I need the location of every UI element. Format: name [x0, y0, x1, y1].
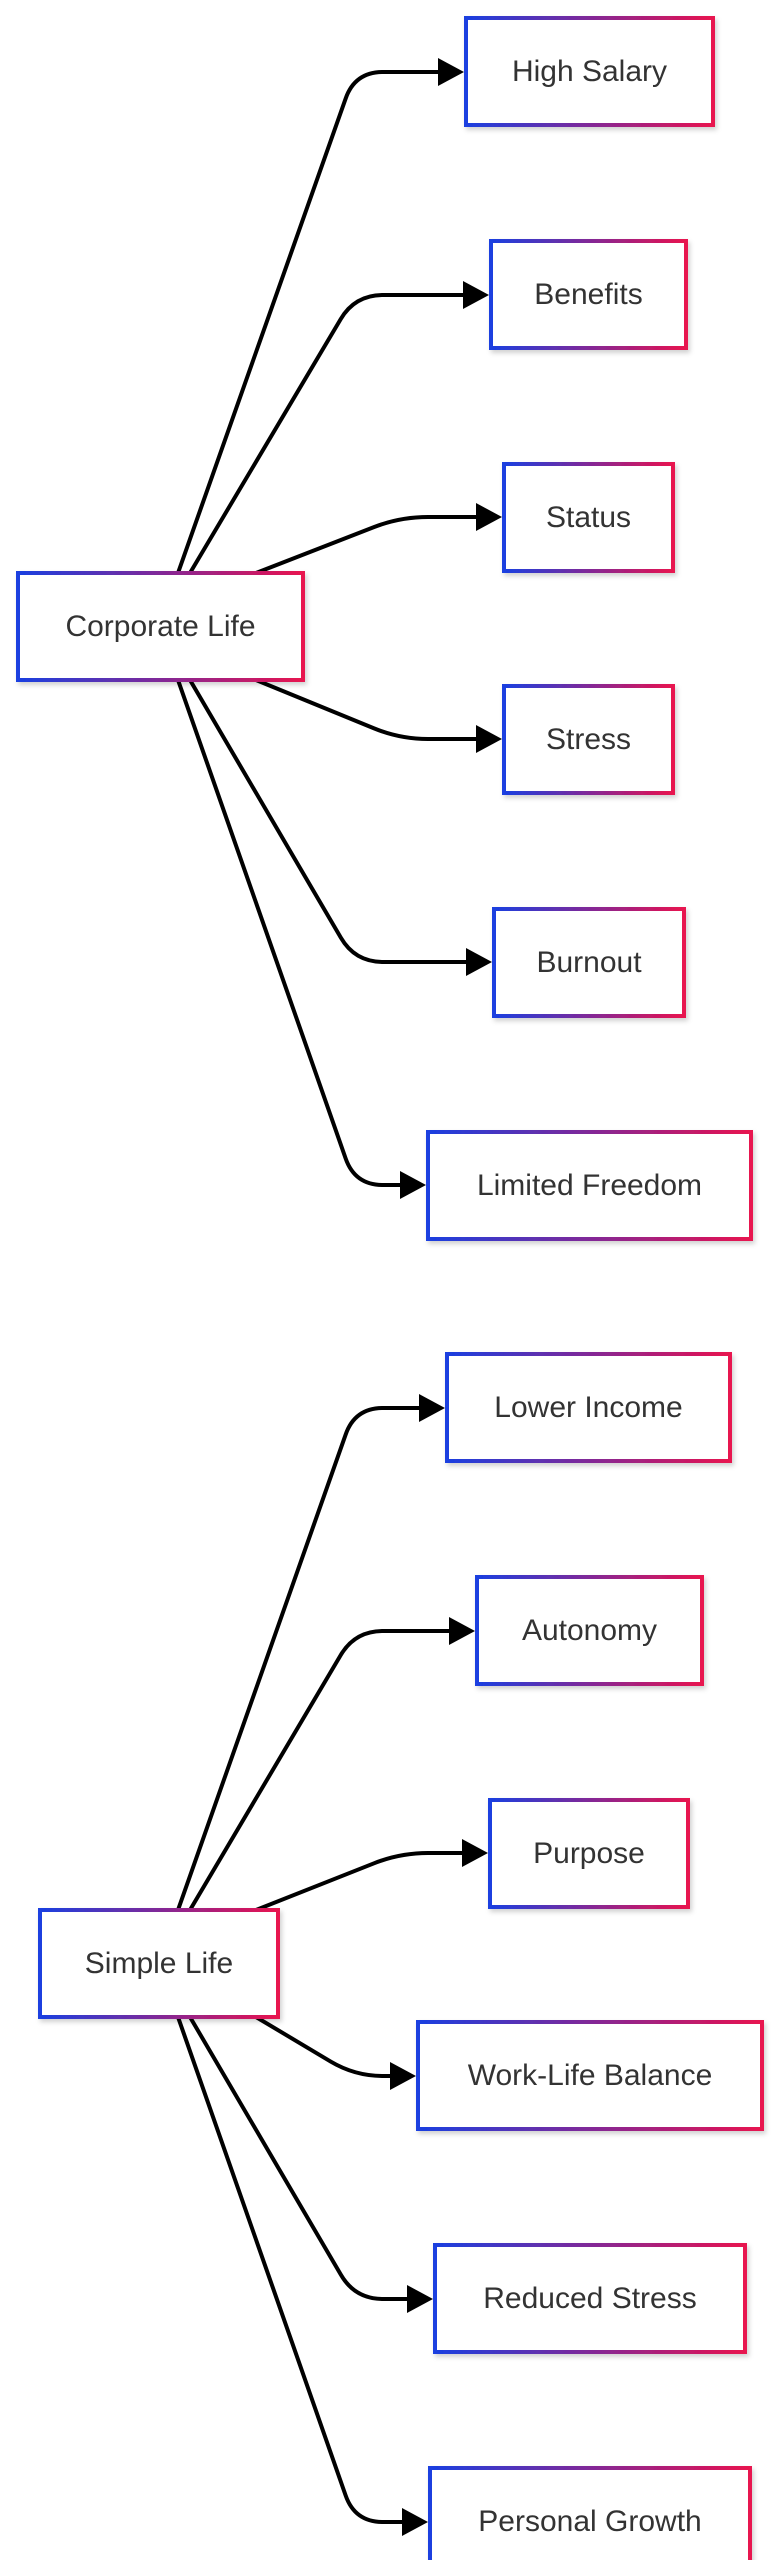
edge-simple-life-to-personal-growth-arrowhead: [402, 2508, 428, 2536]
node-high-salary: High Salary: [464, 16, 715, 127]
node-limited-freedom: Limited Freedom: [426, 1130, 753, 1241]
edge-corporate-life-to-status: [254, 515, 478, 575]
node-high-salary-box: [464, 16, 715, 127]
node-limited-freedom-box: [426, 1130, 753, 1241]
node-burnout-label: Burnout: [536, 946, 642, 979]
node-reduced-stress: Reduced Stress: [433, 2243, 747, 2354]
node-simple-life: Simple Life: [38, 1908, 280, 2019]
node-autonomy-label: Autonomy: [522, 1614, 657, 1647]
node-purpose: Purpose: [488, 1798, 690, 1909]
node-corporate-life-label: Corporate Life: [65, 610, 255, 643]
edge-simple-life-to-lower-income-arrowhead: [419, 1394, 445, 1422]
node-stress-box: [502, 684, 675, 795]
edge-simple-life-to-purpose: [254, 1851, 464, 1912]
edge-simple-life-to-purpose-arrowhead: [462, 1839, 488, 1867]
node-personal-growth-box: [428, 2466, 752, 2560]
node-burnout: Burnout: [492, 907, 686, 1018]
edge-corporate-life-to-status-arrowhead: [476, 503, 502, 531]
edge-corporate-life-to-benefits-arrowhead: [463, 281, 489, 309]
node-simple-life-box: [38, 1908, 280, 2019]
node-autonomy-box: [475, 1575, 704, 1686]
node-status-label: Status: [546, 501, 631, 534]
edge-corporate-life-to-stress: [254, 678, 478, 741]
edge-simple-life-to-reduced-stress-arrowhead: [407, 2285, 433, 2313]
edge-corporate-life-to-burnout-arrowhead: [466, 948, 492, 976]
node-personal-growth: Personal Growth: [428, 2466, 752, 2560]
edge-corporate-life-to-burnout: [188, 678, 468, 964]
edge-simple-life-to-work-life-balance: [254, 2015, 392, 2078]
node-autonomy: Autonomy: [475, 1575, 704, 1686]
node-corporate-life-box: [16, 571, 305, 682]
edge-corporate-life-to-high-salary: [176, 70, 440, 575]
edge-simple-life-to-autonomy: [188, 1629, 451, 1912]
node-simple-life-label: Simple Life: [85, 1947, 233, 1980]
nodes-layer: Corporate Life High SalaryBenefitsStatusS…: [16, 16, 764, 2560]
node-corporate-life: Corporate Life: [16, 571, 305, 682]
node-status-box: [502, 462, 675, 573]
node-purpose-label: Purpose: [533, 1837, 645, 1870]
edges-layer: [176, 58, 502, 2536]
edge-simple-life-to-autonomy-arrowhead: [449, 1617, 475, 1645]
edge-simple-life-to-personal-growth: [176, 2015, 404, 2524]
edge-simple-life-to-work-life-balance-arrowhead: [390, 2062, 416, 2090]
node-lower-income-label: Lower Income: [494, 1391, 682, 1424]
node-burnout-box: [492, 907, 686, 1018]
edge-corporate-life-to-high-salary-arrowhead: [438, 58, 464, 86]
node-high-salary-label: High Salary: [512, 55, 667, 88]
node-lower-income-box: [445, 1352, 732, 1463]
edge-corporate-life-to-limited-freedom: [176, 678, 402, 1187]
node-stress: Stress: [502, 684, 675, 795]
edge-simple-life-to-reduced-stress: [188, 2015, 409, 2301]
node-benefits: Benefits: [489, 239, 688, 350]
node-work-life-balance: Work-Life Balance: [416, 2020, 764, 2131]
edge-corporate-life-to-limited-freedom-arrowhead: [400, 1171, 426, 1199]
node-stress-label: Stress: [546, 723, 631, 756]
edge-corporate-life-to-stress-arrowhead: [476, 725, 502, 753]
node-work-life-balance-label: Work-Life Balance: [468, 2059, 713, 2092]
node-benefits-label: Benefits: [534, 278, 642, 311]
edge-corporate-life-to-benefits: [188, 293, 465, 575]
node-benefits-box: [489, 239, 688, 350]
node-purpose-box: [488, 1798, 690, 1909]
node-work-life-balance-box: [416, 2020, 764, 2131]
node-personal-growth-label: Personal Growth: [478, 2505, 701, 2538]
node-reduced-stress-label: Reduced Stress: [483, 2282, 696, 2315]
edge-simple-life-to-lower-income: [176, 1406, 421, 1912]
node-status: Status: [502, 462, 675, 573]
node-limited-freedom-label: Limited Freedom: [477, 1169, 702, 1202]
node-reduced-stress-box: [433, 2243, 747, 2354]
node-lower-income: Lower Income: [445, 1352, 732, 1463]
